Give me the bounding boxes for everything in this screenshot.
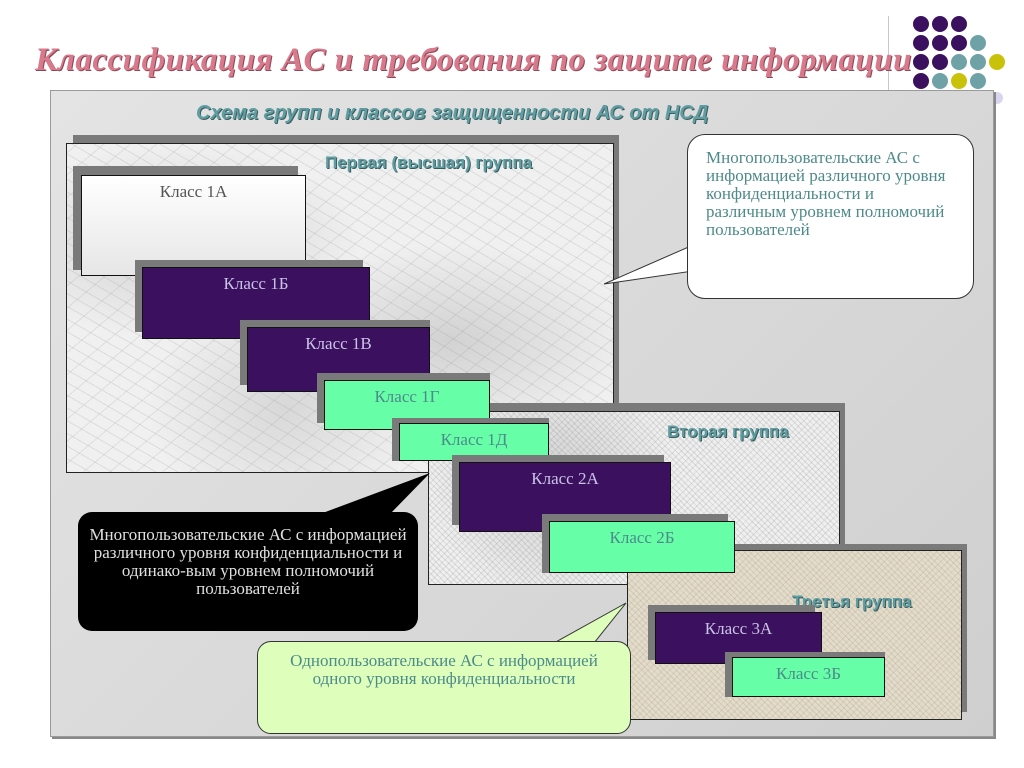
dot-icon xyxy=(951,73,967,89)
class-1a-box: Класс 1А xyxy=(81,175,306,276)
group2-title: Вторая группа xyxy=(667,422,789,441)
dot-icon xyxy=(932,54,948,70)
dot-icon xyxy=(989,54,1005,70)
dot-icon xyxy=(932,35,948,51)
dot-icon xyxy=(913,73,929,89)
group1-title: Первая (высшая) группа xyxy=(325,153,533,172)
dot-icon xyxy=(932,73,948,89)
callout-pointer-group2 xyxy=(320,473,430,514)
dot-icon xyxy=(951,16,967,32)
dot-icon xyxy=(970,54,986,70)
page-title: Классификация АС и требования по защите … xyxy=(35,42,912,78)
callout-group2-description: Многопользовательские АС с информацией р… xyxy=(78,512,418,631)
schema-title: Схема групп и классов защищенности АС от… xyxy=(196,102,709,124)
group3-title: Третья группа xyxy=(792,592,912,611)
dot-icon xyxy=(970,73,986,89)
dot-icon xyxy=(951,35,967,51)
class-1d-box: Класс 1Д xyxy=(399,423,549,461)
dot-icon xyxy=(951,54,967,70)
dot-icon xyxy=(913,35,929,51)
class-3b-box: Класс 3Б xyxy=(732,657,885,697)
dot-icon xyxy=(932,16,948,32)
callout-pointer-group1 xyxy=(603,241,701,285)
dot-icon xyxy=(970,35,986,51)
callout-group3-description: Однопользовательские АС с информацией од… xyxy=(257,641,631,734)
dot-icon xyxy=(913,54,929,70)
class-2b-box: Класс 2Б xyxy=(549,521,735,573)
header-divider xyxy=(888,16,889,92)
dot-icon xyxy=(991,92,1003,104)
callout-group1-description: Многопользовательские АС с информацией р… xyxy=(687,134,974,299)
dot-icon xyxy=(913,16,929,32)
